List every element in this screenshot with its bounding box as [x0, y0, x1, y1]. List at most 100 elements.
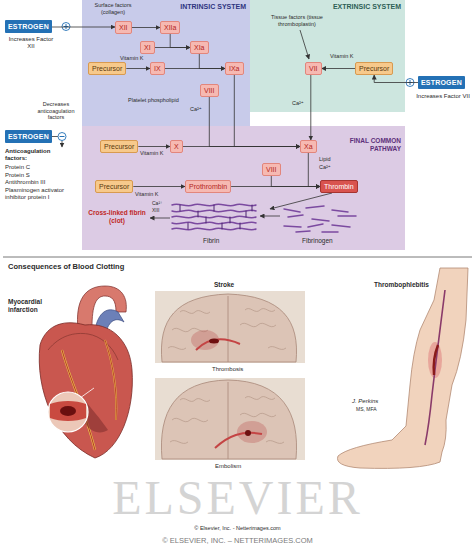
- heart-illustration-part: [105, 340, 116, 420]
- brain-embolism-part-part: [172, 418, 208, 421]
- fibrinogen-strands-part: [284, 209, 300, 212]
- brain-embolism-part-part: [240, 413, 276, 416]
- brain-embolism-part: [170, 397, 284, 444]
- copyright-note: © Elsevier, Inc. - Netterimages.com: [0, 525, 475, 532]
- fibrinogen-strands-part: [284, 226, 301, 227]
- minus-symbol: [58, 133, 66, 141]
- pathway-arrow: [132, 27, 160, 28]
- fibrinogen-strands-part: [322, 231, 338, 233]
- plus-symbol: [62, 23, 414, 87]
- brain-thrombosis-part-part: [180, 311, 210, 314]
- factor-box: XII: [115, 21, 132, 34]
- fibrinogen-strands-part: [312, 219, 329, 221]
- fibrinogen-strands-part: [296, 231, 310, 232]
- artist-signature: J. Perkins: [352, 398, 378, 405]
- precursor-box: Precursor: [355, 62, 393, 75]
- estrogen-label: ESTROGEN: [8, 133, 49, 140]
- heart-illustration-part: [50, 401, 86, 421]
- factor-box: Xa: [300, 140, 317, 153]
- fibrinogen-strands-part: [288, 215, 303, 217]
- fibrin-mesh-part-part: [180, 205, 252, 229]
- brain-embolism-part: [161, 380, 296, 459]
- leader-lines-part: [260, 216, 280, 217]
- factor-label: XII: [119, 24, 128, 31]
- brain-thrombosis-part-part: [268, 347, 286, 350]
- factor-label: XIa: [194, 44, 205, 51]
- pathway-arrow: [133, 186, 185, 187]
- precursor-label: Precursor: [99, 183, 129, 190]
- annotation-label: Plasminogen activator inhibitor protein …: [5, 187, 79, 201]
- precursor-label: Precursor: [92, 65, 122, 72]
- brain-embolism-part-part: [245, 397, 275, 400]
- fibrinogen-strands-part: [308, 224, 323, 227]
- estrogen-label: ESTROGEN: [421, 79, 462, 86]
- watermark: ELSEVIER: [0, 474, 475, 522]
- factor-label: XIIa: [164, 24, 176, 31]
- brain-thrombosis-part: [228, 296, 229, 362]
- thrombin-box: Thrombin: [320, 180, 358, 193]
- factor-box: XIa: [190, 41, 209, 54]
- annotation-label: Ca²⁺: [319, 164, 331, 171]
- fibrin-mesh-part-part: [172, 216, 256, 218]
- heart-illustration-part: [80, 388, 94, 398]
- pathway-panel: INTRINSIC SYSTEMXIIXIIaXIXIaPrecursorIXI…: [82, 0, 250, 126]
- panel-heading: EXTRINSIC SYSTEM: [333, 3, 401, 11]
- pathway-arrow: [170, 34, 190, 48]
- leader-lines-part: [270, 193, 332, 209]
- brain-embolism-part: [155, 378, 305, 460]
- panel-heading: FINAL COMMON PATHWAY: [343, 137, 401, 153]
- annotation-label: Cross-linked fibrin (clot): [88, 209, 146, 225]
- brain-thrombosis-part: [209, 339, 219, 344]
- annotation-label: Ca²⁺: [292, 100, 304, 107]
- annotation-label: Vitamin K: [120, 55, 143, 62]
- figure-label: Embolism: [215, 463, 241, 470]
- leader-lines-part: [300, 30, 309, 59]
- annotation-label: XIII: [152, 207, 160, 213]
- brain-embolism-part: [228, 382, 229, 459]
- factor-label: VIII: [204, 87, 215, 94]
- pathway-arrow: [209, 97, 300, 147]
- brain-embolism: [155, 378, 305, 460]
- annotation-label: Protein S: [5, 172, 30, 179]
- annotation-label: Protein C: [5, 164, 30, 171]
- precursor-label: Precursor: [359, 65, 389, 72]
- pathway-arrow: [138, 146, 170, 147]
- annotation-label: Ca²⁺: [152, 200, 163, 206]
- annotation-label: Fibrinogen: [302, 237, 333, 245]
- brain-thrombosis-part: [191, 330, 219, 350]
- factor-label: XI: [144, 44, 151, 51]
- heart-illustration-part: [48, 392, 88, 432]
- factor-label: VII: [309, 65, 318, 72]
- precursor-label: Precursor: [104, 143, 134, 150]
- brain-thrombosis: [155, 291, 305, 363]
- figure-label: Thrombosis: [212, 366, 243, 373]
- annotation-label: Platelet phospholipid: [128, 97, 179, 104]
- fibrin-mesh-part-part: [172, 228, 256, 230]
- factor-box: X: [170, 140, 183, 153]
- factor-label: Prothrombin: [189, 183, 227, 190]
- fibrinogen-strands-part: [332, 210, 348, 212]
- panel-heading: INTRINSIC SYSTEM: [180, 3, 246, 11]
- annotation-label: Increases Factor VII: [416, 93, 470, 100]
- brain-thrombosis-part: [155, 291, 305, 363]
- brain-embolism-part-part: [180, 399, 210, 402]
- pathway-arrow: [308, 153, 320, 187]
- factor-box: Prothrombin: [185, 180, 231, 193]
- pathway-arrow: [52, 27, 115, 28]
- factor-label: IX: [154, 65, 161, 72]
- factor-box: VIII: [200, 84, 219, 97]
- precursor-box: Precursor: [100, 140, 138, 153]
- precursor-box: Precursor: [88, 62, 126, 75]
- plus-symbol-part: [62, 23, 70, 31]
- leg-illustration-part: [434, 345, 438, 375]
- copyright-note: © ELSEVIER, INC. – NETTERIMAGES.COM: [0, 536, 475, 545]
- pathway-arrow: [126, 68, 150, 69]
- heart-illustration-part: [39, 323, 132, 458]
- annotation-label: Fibrin: [203, 237, 219, 245]
- factor-label: X: [174, 143, 179, 150]
- leg-illustration-part: [337, 268, 468, 468]
- pathway-arrow: [271, 176, 320, 187]
- annotation-label: Surface factors (collagen): [88, 2, 138, 15]
- estrogen-box: ESTROGEN: [5, 130, 52, 143]
- pathway-arrow: [374, 75, 418, 83]
